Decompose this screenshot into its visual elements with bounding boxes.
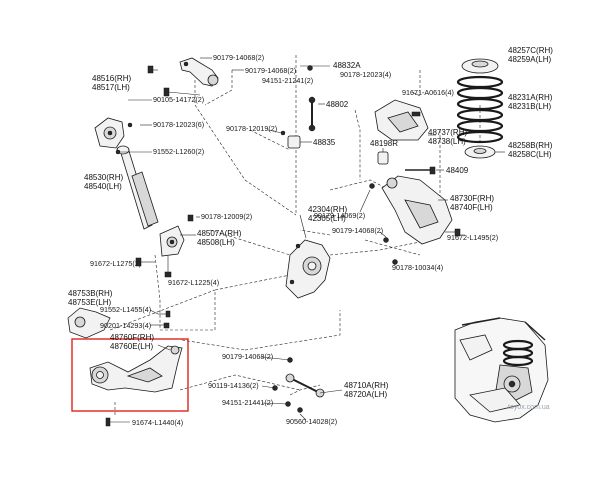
label-48409: 48409 bbox=[446, 166, 469, 175]
label-90178-12019: 90178-12019(2) bbox=[226, 124, 277, 133]
label-48516: 48516(RH) bbox=[92, 74, 131, 83]
stabilizer-link-48802-drawing bbox=[307, 65, 316, 132]
label-48530: 48530(RH) bbox=[84, 173, 123, 182]
label-90105-14172: 90105-14172(2) bbox=[153, 95, 204, 104]
label-91552-l1260: 91552-L1260(2) bbox=[153, 147, 204, 156]
label-94151-21441: 94151-21441(2) bbox=[222, 398, 273, 407]
label-48231a: 48231A(RH) bbox=[508, 93, 553, 102]
label-48753b: 48753B(RH) bbox=[68, 289, 113, 298]
label-90178-12009: 90178-12009(2) bbox=[201, 212, 252, 221]
label-48720a: 48720A(LH) bbox=[344, 390, 387, 399]
label-48802: 48802 bbox=[326, 100, 349, 109]
label-48832a: 48832A bbox=[333, 61, 361, 70]
label-42304: 42304(RH) bbox=[308, 205, 347, 214]
bolt-90105-drawing bbox=[163, 87, 201, 97]
label-48258c: 48258C(LH) bbox=[508, 150, 552, 159]
label-90179-14068-c: 90179-14068(2) bbox=[332, 226, 383, 235]
rod-48710a-drawing bbox=[272, 357, 325, 413]
label-90119-14136: 90119-14136(2) bbox=[208, 381, 259, 390]
label-90178-10034: 90178-10034(4) bbox=[392, 263, 443, 272]
label-42305: 42305(LH) bbox=[308, 214, 346, 223]
shock-absorber-48530-drawing bbox=[115, 145, 159, 230]
bushing-48835-drawing bbox=[280, 130, 301, 149]
part-labels: 90179-14068(2) 90179-14068(2) 48832A 901… bbox=[68, 46, 553, 427]
watermark: toyox.com.ua bbox=[508, 404, 550, 411]
label-91672-l1495: 91672-L1495(2) bbox=[447, 233, 498, 242]
label-48517: 48517(LH) bbox=[92, 83, 130, 92]
assembled-suspension-drawing bbox=[454, 317, 549, 423]
label-90178-12023-4: 90178-12023(4) bbox=[340, 70, 391, 79]
upper-arm-48832a-drawing bbox=[147, 57, 219, 87]
label-48740f: 48740F(LH) bbox=[450, 203, 493, 212]
label-91672-l1275: 91672-L1275(2) bbox=[90, 259, 141, 268]
label-48508: 48508(LH) bbox=[197, 238, 235, 247]
highlight-box bbox=[71, 338, 189, 412]
label-48257c: 48257C(RH) bbox=[508, 46, 553, 55]
toe-link-48753b-drawing bbox=[67, 307, 171, 339]
leader-lines bbox=[110, 57, 505, 423]
label-48507a: 48507A(RH) bbox=[197, 229, 242, 238]
label-48737: 48737(RH) bbox=[428, 128, 467, 137]
label-90560-14028: 90560-14028(2) bbox=[286, 417, 337, 426]
label-91674-l1440: 91674-L1440(4) bbox=[132, 418, 183, 427]
knuckle-42304-drawing bbox=[285, 239, 331, 299]
bracket-48507a-drawing bbox=[135, 214, 194, 278]
label-90179-14068-a: 90179-14068(2) bbox=[213, 53, 264, 62]
label-48738: 48738(LH) bbox=[428, 137, 466, 146]
bump-stop-48198r-drawing bbox=[377, 151, 389, 165]
support-48737-drawing bbox=[374, 99, 429, 141]
label-48835: 48835 bbox=[313, 138, 336, 147]
bolt-48409-drawing bbox=[405, 166, 436, 175]
lower-arm-48760f-drawing bbox=[89, 345, 183, 427]
label-48753e: 48753E(LH) bbox=[68, 298, 111, 307]
spring-seat-48258b-drawing bbox=[464, 145, 496, 159]
upper-mount-48516-drawing bbox=[94, 117, 133, 149]
label-90179-14069: 90179-14069(2) bbox=[314, 211, 365, 220]
label-48760f: 48760F(RH) bbox=[110, 333, 154, 342]
coil-spring-48231a-drawing bbox=[456, 75, 504, 144]
label-90201-14293: 90201-14293(4) bbox=[100, 321, 151, 330]
label-91552-l1455: 91552-L1455(4) bbox=[100, 305, 151, 314]
label-48259a: 48259A(LH) bbox=[508, 55, 551, 64]
label-48258b: 48258B(RH) bbox=[508, 141, 553, 150]
label-48198r: 48198R bbox=[370, 139, 398, 148]
label-90179-14068-d: 90179-14068(2) bbox=[222, 352, 273, 361]
label-48730f: 48730F(RH) bbox=[450, 194, 494, 203]
label-94151-21241: 94151-21241(2) bbox=[262, 76, 313, 85]
label-48710a: 48710A(RH) bbox=[344, 381, 389, 390]
spring-seat-48257c-drawing bbox=[461, 58, 499, 74]
label-90178-12023-6: 90178-12023(6) bbox=[153, 120, 204, 129]
label-48231b: 48231B(LH) bbox=[508, 102, 551, 111]
label-91671-a0616: 91671-A0616(4) bbox=[402, 88, 454, 97]
label-90179-14068-b: 90179-14068(2) bbox=[245, 66, 296, 75]
label-91672-l1225: 91672-L1225(4) bbox=[168, 278, 219, 287]
label-48760e: 48760E(LH) bbox=[110, 342, 153, 351]
label-48540: 48540(LH) bbox=[84, 182, 122, 191]
lower-arm-48730f-drawing bbox=[369, 175, 461, 265]
